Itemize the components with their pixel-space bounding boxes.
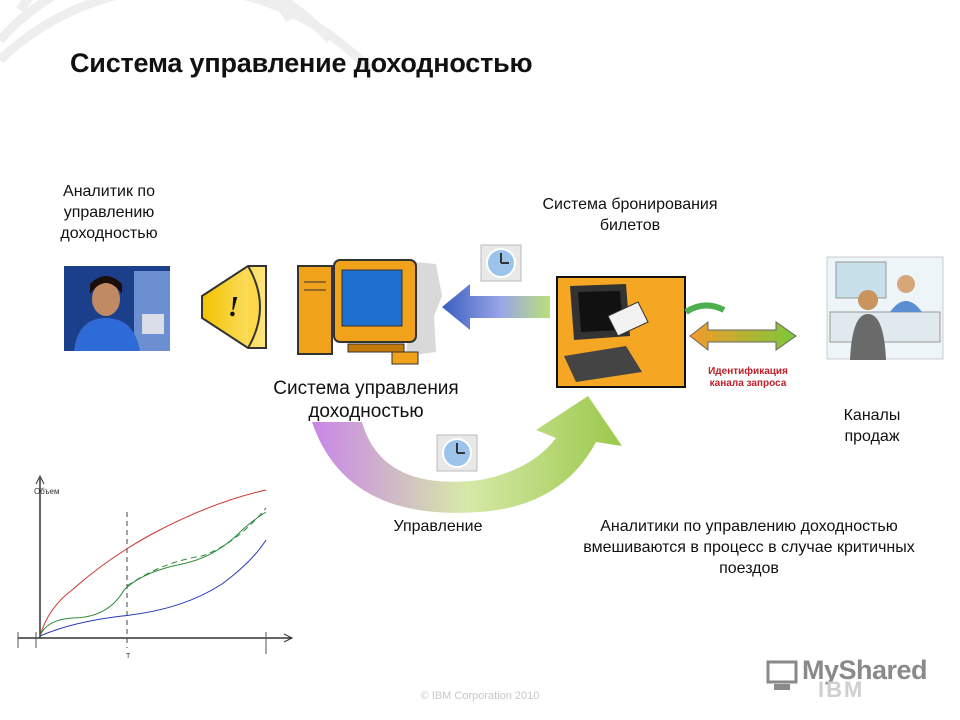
sales-channel-illustration	[826, 256, 944, 360]
clock-icon	[436, 434, 478, 472]
booking-terminal-icon	[556, 276, 686, 388]
curve-blue	[39, 539, 267, 637]
alert-funnel-icon: !	[201, 265, 267, 349]
footer-copyright: © IBM Corporation 2010	[420, 690, 540, 702]
page-title: Система управление доходностью	[70, 48, 533, 78]
management-curved-arrow	[312, 396, 622, 513]
curve-green	[39, 511, 267, 637]
x-axis-label: T	[126, 653, 131, 660]
y-axis-label: Объем	[34, 487, 60, 496]
flow-arrow-left	[442, 284, 550, 330]
channel-identification-label: Идентификация канала запроса	[708, 366, 788, 389]
management-label: Управление	[393, 518, 483, 535]
curve-red	[39, 489, 267, 637]
watermark-ibm: IBM	[818, 677, 865, 702]
analyst-photo	[64, 266, 170, 351]
analyst-label: Аналитик по управлению доходностью	[60, 183, 158, 242]
background-arcs	[0, 0, 374, 74]
curve-green-dashed	[126, 507, 267, 587]
svg-text:!: !	[228, 292, 239, 323]
clock-icon	[480, 244, 522, 282]
sales-channels-label: Каналы продаж	[843, 407, 901, 445]
request-arrows	[684, 302, 797, 352]
revenue-system-computer-icon	[297, 259, 442, 365]
volume-graph: Объем T	[17, 474, 294, 660]
watermark-brand: MyShared	[802, 655, 928, 685]
myshared-logo-icon	[766, 660, 798, 690]
revenue-system-label: Система управления доходностью	[273, 378, 459, 422]
booking-system-label: Система бронирования билетов	[542, 196, 718, 234]
analytics-note: Аналитики по управлению доходностью вмеш…	[583, 518, 915, 577]
